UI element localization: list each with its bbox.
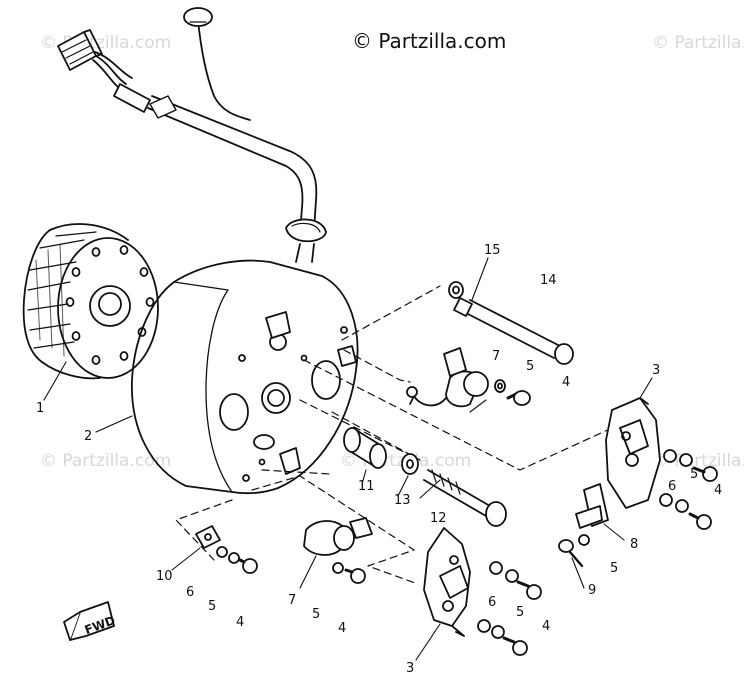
stator-housing	[131, 259, 359, 495]
screw-lc-4	[344, 568, 366, 584]
washer-ur-5b	[675, 499, 689, 513]
callout-15: 15	[484, 243, 501, 258]
clip-10	[195, 525, 221, 549]
callout-6-lower: 6	[488, 595, 496, 610]
callout-1: 1	[36, 401, 44, 416]
screw-upper-4	[506, 390, 531, 406]
screw-lower-4a	[516, 580, 542, 600]
callout-5-upper: 5	[526, 359, 534, 374]
screw-9	[558, 539, 584, 568]
washer-lower-6b	[477, 619, 491, 633]
callout-7-lower: 7	[288, 593, 296, 608]
callout-4-ur: 4	[714, 483, 722, 498]
callout-10: 10	[156, 569, 173, 584]
screw-lower-4b	[502, 636, 528, 656]
washer-lower-6a	[489, 561, 503, 575]
contact-breaker-lower	[423, 527, 471, 637]
callout-9: 9	[588, 583, 596, 598]
washer-ur-6b	[659, 493, 673, 507]
washer-lower-5a	[505, 569, 519, 583]
screw-ll-4	[238, 558, 258, 574]
washer-ll-6	[216, 546, 228, 558]
washer-13	[401, 453, 419, 475]
washer-ll-5	[228, 552, 240, 564]
bushing	[343, 427, 387, 469]
bolt-12	[423, 469, 507, 527]
callout-5-lower-b: 5	[312, 607, 320, 622]
callout-4-ll: 4	[236, 615, 244, 630]
callout-13: 13	[394, 493, 411, 508]
watermark-main: © Partzilla.com	[352, 29, 506, 53]
callout-8: 8	[630, 537, 638, 552]
callout-7-upper: 7	[492, 349, 500, 364]
washer-lc-5	[332, 562, 344, 574]
screw-ur-4a	[692, 466, 718, 482]
bracket-8	[575, 483, 609, 529]
callout-4-upper: 4	[562, 375, 570, 390]
callout-6-ur: 6	[668, 479, 676, 494]
callout-4-lower: 4	[542, 619, 550, 634]
callout-4-lc: 4	[338, 621, 346, 636]
washer-5-mid	[578, 534, 590, 546]
callout-12: 12	[430, 511, 447, 526]
contact-breaker-upper	[605, 397, 661, 509]
long-bolt	[453, 297, 574, 365]
callout-5-lower-a: 5	[516, 605, 524, 620]
washer-lower-5b	[491, 625, 505, 639]
condenser-upper	[406, 347, 489, 408]
screw-ur-4b	[688, 512, 712, 530]
wire-harness	[57, 7, 327, 263]
leader-lines	[175, 285, 613, 585]
callout-11: 11	[358, 479, 375, 494]
callout-6-ll: 6	[186, 585, 194, 600]
condenser-lower	[303, 517, 373, 556]
callout-3-upper: 3	[652, 363, 660, 378]
washer-ur-5a	[679, 453, 693, 467]
washer-ur-6a	[663, 449, 677, 463]
watermark-mid-left: © Partzilla.com	[40, 451, 171, 471]
washer-upper-5	[494, 379, 506, 393]
callout-14: 14	[540, 273, 557, 288]
callout-5-mid: 5	[610, 561, 618, 576]
fwd-arrow	[63, 601, 115, 641]
callout-5-ll: 5	[208, 599, 216, 614]
watermark-top-right: © Partzilla.com	[652, 33, 744, 53]
washer-15	[448, 281, 464, 299]
callout-2: 2	[84, 429, 92, 444]
callout-5-ur: 5	[690, 467, 698, 482]
rotor	[22, 223, 159, 380]
callout-3-lower: 3	[406, 661, 414, 676]
